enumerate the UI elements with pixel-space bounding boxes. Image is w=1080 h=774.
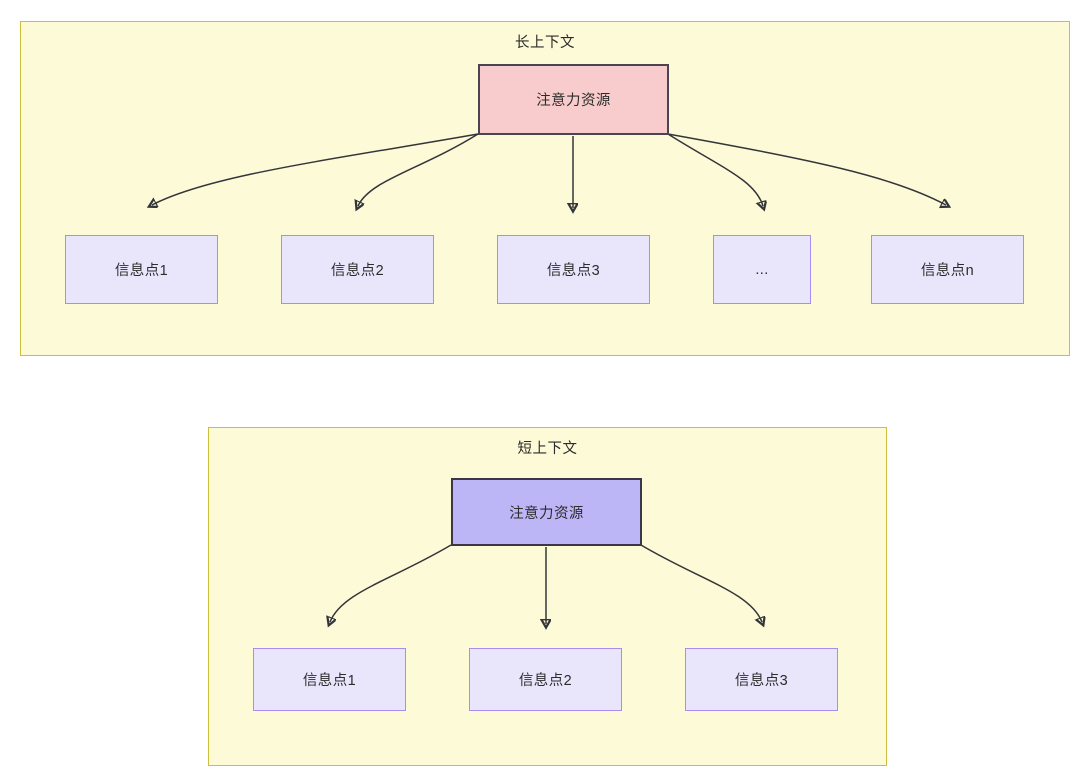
- info-node-short-1[interactable]: 信息点1: [253, 648, 406, 711]
- attention-resource-node-short[interactable]: 注意力资源: [451, 478, 642, 546]
- info-node-long-2-label: 信息点2: [330, 263, 385, 279]
- info-node-long-3[interactable]: 信息点3: [497, 235, 650, 304]
- info-node-short-2[interactable]: 信息点2: [469, 648, 622, 711]
- info-node-long-1[interactable]: 信息点1: [65, 235, 218, 304]
- info-node-long-ellipsis[interactable]: ...: [713, 235, 811, 304]
- attention-resource-label-short: 注意力资源: [509, 505, 584, 522]
- info-node-long-1-label: 信息点1: [114, 263, 169, 279]
- info-node-long-ellipsis-label: ...: [755, 261, 769, 278]
- group-long-context-title: 长上下文: [515, 35, 575, 51]
- info-node-short-2-label: 信息点2: [518, 673, 573, 689]
- group-short-context-title: 短上下文: [517, 441, 578, 457]
- info-node-short-1-label: 信息点1: [302, 673, 357, 689]
- info-node-long-n-label: 信息点n: [920, 263, 975, 279]
- info-node-long-2[interactable]: 信息点2: [281, 235, 434, 304]
- info-node-long-3-label: 信息点3: [546, 263, 601, 279]
- info-node-long-n[interactable]: 信息点n: [871, 235, 1024, 304]
- info-node-short-3-label: 信息点3: [734, 673, 789, 689]
- info-node-short-3[interactable]: 信息点3: [685, 648, 838, 711]
- attention-resource-label-long: 注意力资源: [536, 93, 611, 109]
- attention-resource-node-long[interactable]: 注意力资源: [478, 64, 669, 135]
